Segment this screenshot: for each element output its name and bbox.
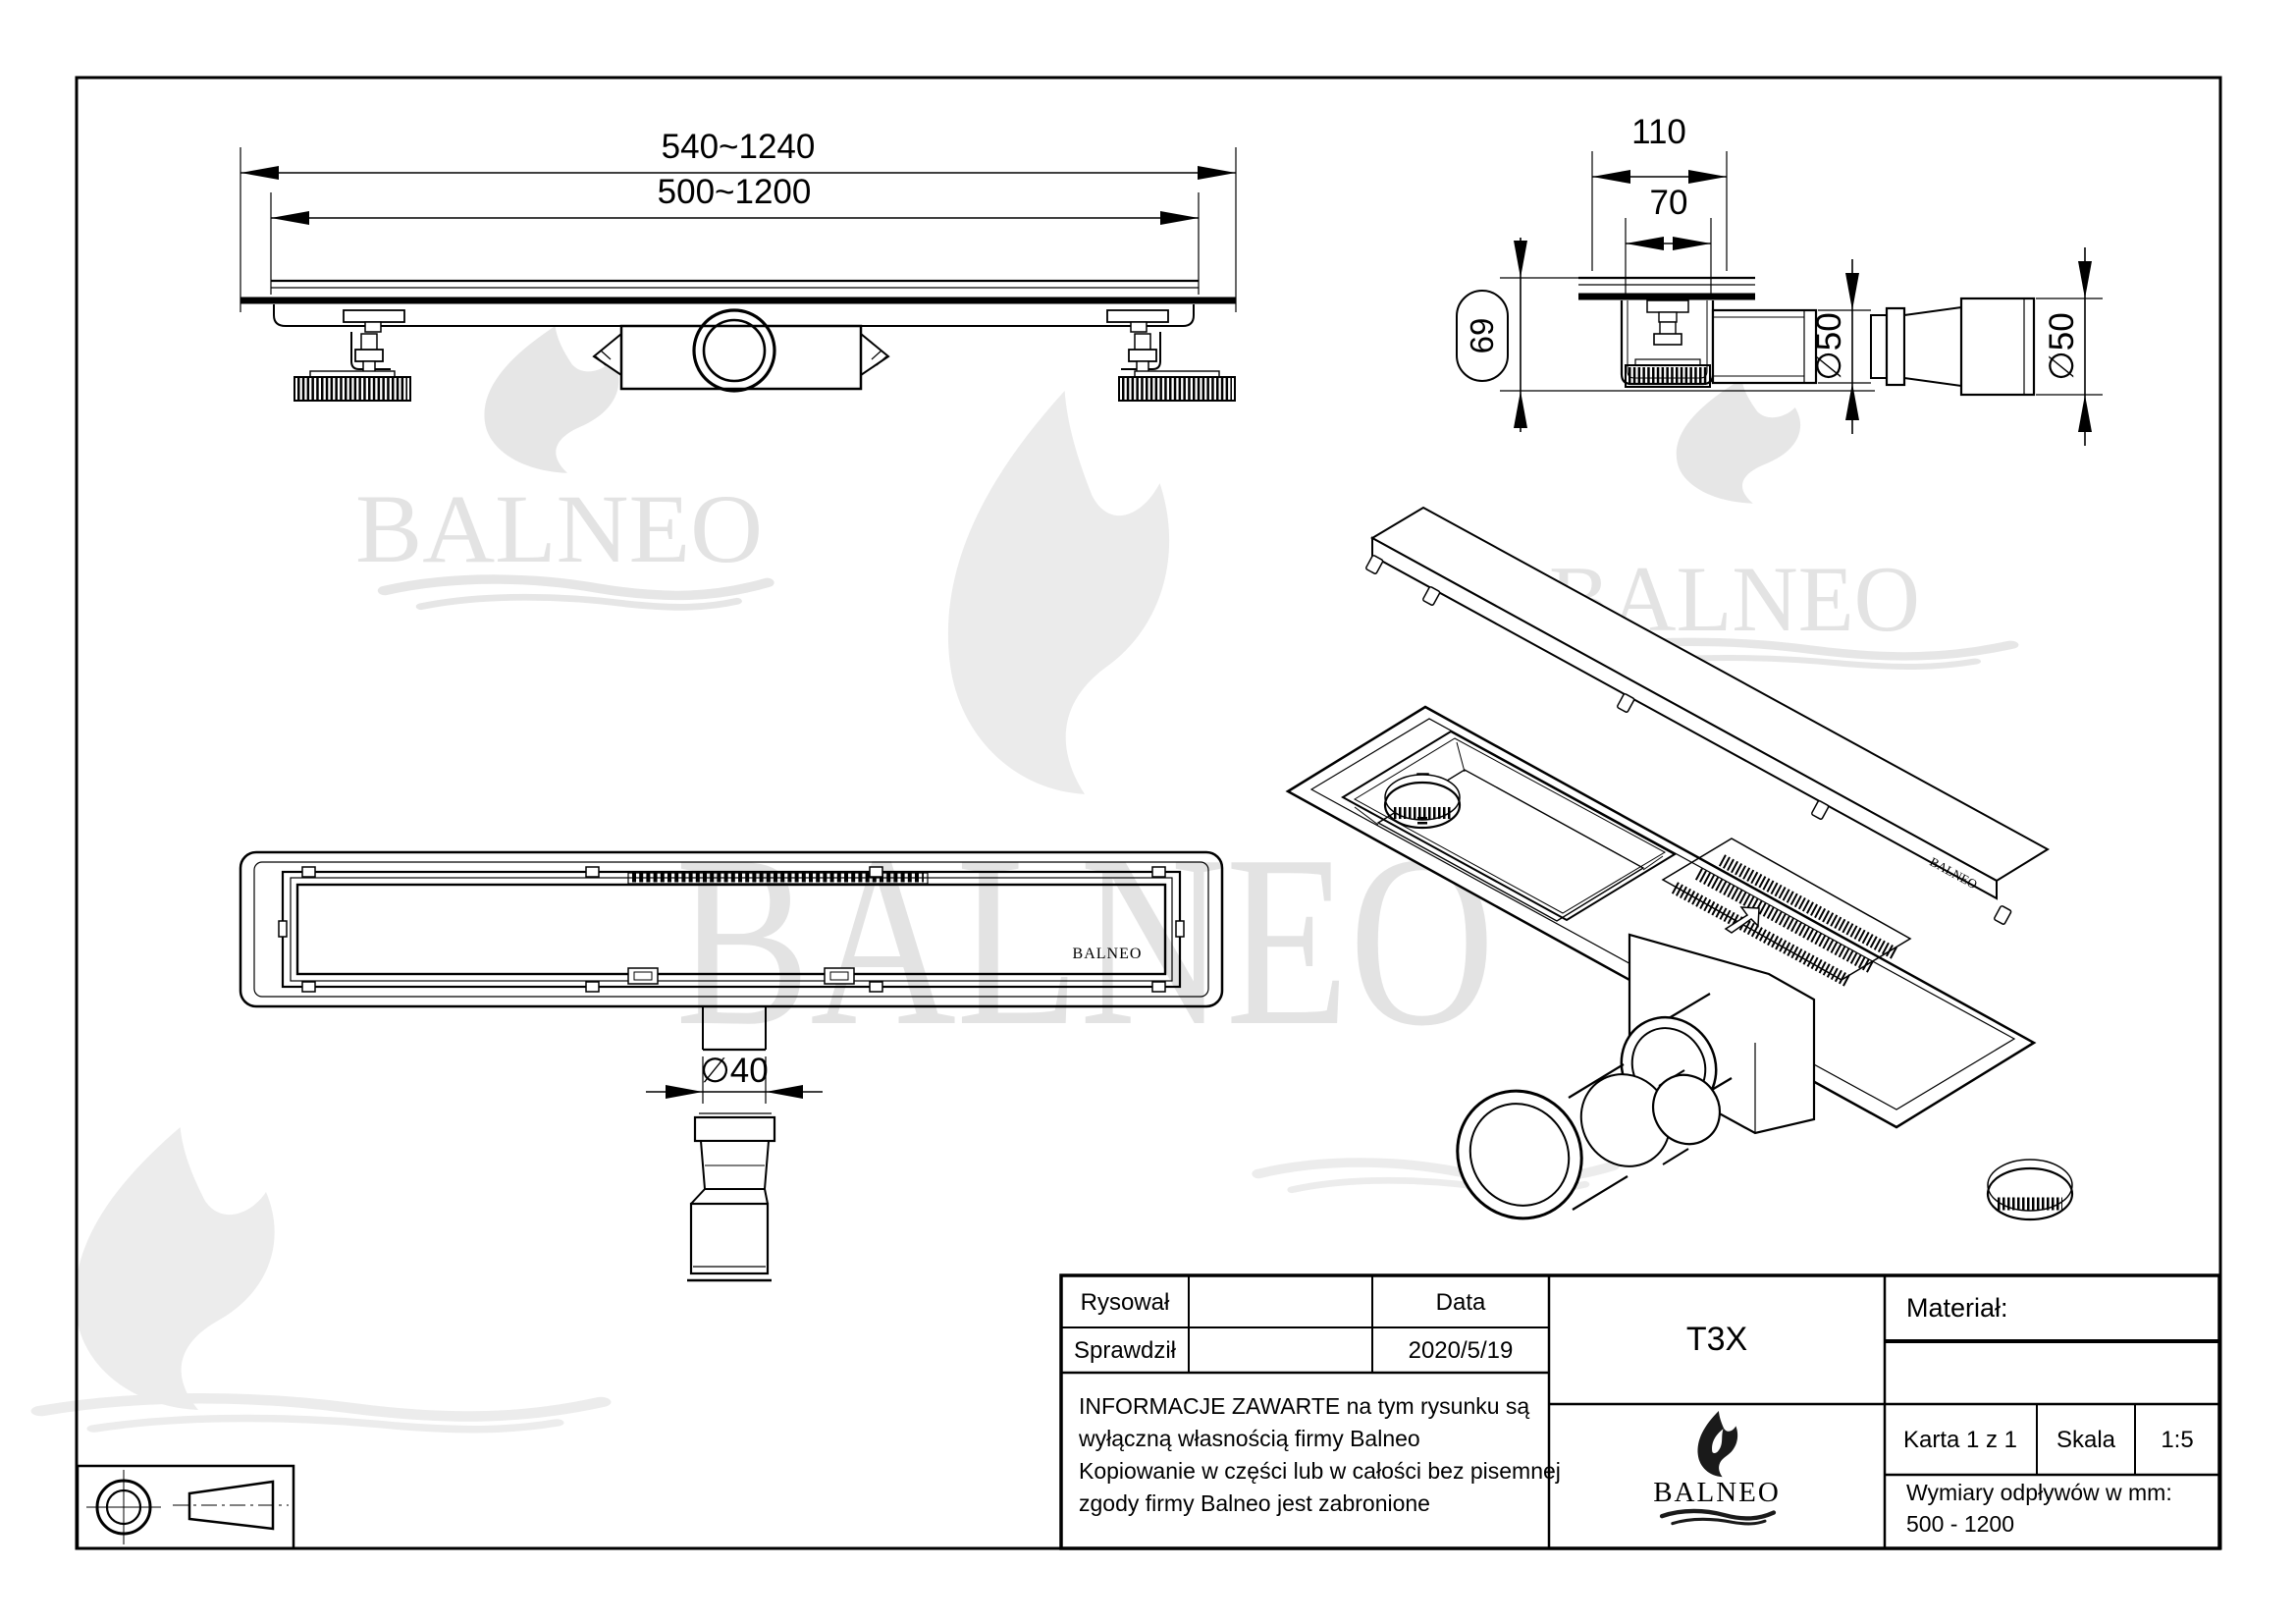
iso-foot-left [1383,773,1462,830]
data-label: Data [1436,1289,1486,1316]
front-view-foot-left [294,309,411,402]
title-block: Rysował Data Sprawdził 2020/5/19 INFORMA… [1059,1273,2221,1550]
top-view-pipe-adapter [687,1112,776,1282]
iso-foot-right [1986,1159,2074,1221]
iso-drain-hatch [1661,838,1912,988]
dim-outlet: ∅50 [1810,312,1848,380]
wymiary-line-2: 500 - 1200 [1906,1511,2014,1537]
karta-value: Karta 1 z 1 [1903,1427,2017,1453]
wymiary-line-1: Wymiary odpływów w mm: [1906,1480,2172,1505]
logo-text: BALNEO [1653,1477,1781,1508]
dim-height-69: 69 [1456,238,1875,432]
dim-width-outer: 110 [1631,113,1686,151]
iso-cover-plate: BALNEO [1365,506,2050,925]
side-view: 110 70 [1456,113,2103,446]
grate-brand-label: BALNEO [1073,946,1143,962]
dim-outlet-50: ∅50 [1810,259,1871,434]
flame-icon [1676,379,1801,504]
iso-view: BALNEO [1285,506,2074,1221]
flame-icon [947,391,1170,794]
waves-icon [41,1398,601,1429]
side-view-outlet [1711,308,1818,385]
waves-icon [1662,1511,1774,1524]
front-view: 540~1240 500~1200 [240,128,1237,402]
watermark-layer: BALNEO BALNEO BALNEO [41,326,2010,1430]
front-view-siphon [592,308,890,393]
front-view-channel [240,279,1236,327]
info-line-4: zgody firmy Balneo jest zabronione [1079,1490,1430,1516]
watermark-text: BALNEO [675,805,1495,1077]
watermark-text: BALNEO [355,474,763,583]
projection-symbol-icon [76,1464,295,1550]
waves-icon [385,579,768,607]
side-view-pipe-fitting [1870,297,2036,397]
sprawdzil-label: Sprawdził [1074,1337,1177,1364]
dim-drain: ∅40 [700,1052,768,1090]
material-label: Materiał: [1906,1293,2008,1323]
top-view-drain-pipe: ∅40 [646,1006,823,1104]
flame-icon [484,326,619,473]
dim-width-inner: 70 [1650,184,1688,222]
side-view-foot [1625,299,1711,388]
skala-label: Skala [2056,1427,2116,1453]
dim-length-outer: 540~1240 [662,128,816,166]
flame-icon [75,1127,275,1410]
skala-value: 1:5 [2161,1427,2193,1453]
front-view-foot-right [1106,309,1236,402]
balneo-logo: BALNEO [1653,1411,1781,1524]
flame-icon [1697,1411,1738,1478]
date-value: 2020/5/19 [1409,1337,1514,1364]
iso-elbow-fitting [1456,1063,1722,1220]
dim-pipe-50: ∅50 [2036,247,2103,446]
model-code: T3X [1686,1321,1747,1358]
top-view: BALNEO ∅40 [239,850,1224,1282]
dim-length-inner: 500~1200 [658,173,812,211]
info-line-2: wyłączną własnością firmy Balneo [1078,1426,1420,1451]
dim-height: 69 [1464,318,1500,354]
rysowal-label: Rysował [1081,1289,1170,1316]
info-line-1: INFORMACJE ZAWARTE na tym rysunku są [1079,1393,1529,1419]
dim-pipe: ∅50 [2043,312,2081,380]
info-line-3: Kopiowanie w części lub w całości bez pi… [1079,1458,1561,1484]
